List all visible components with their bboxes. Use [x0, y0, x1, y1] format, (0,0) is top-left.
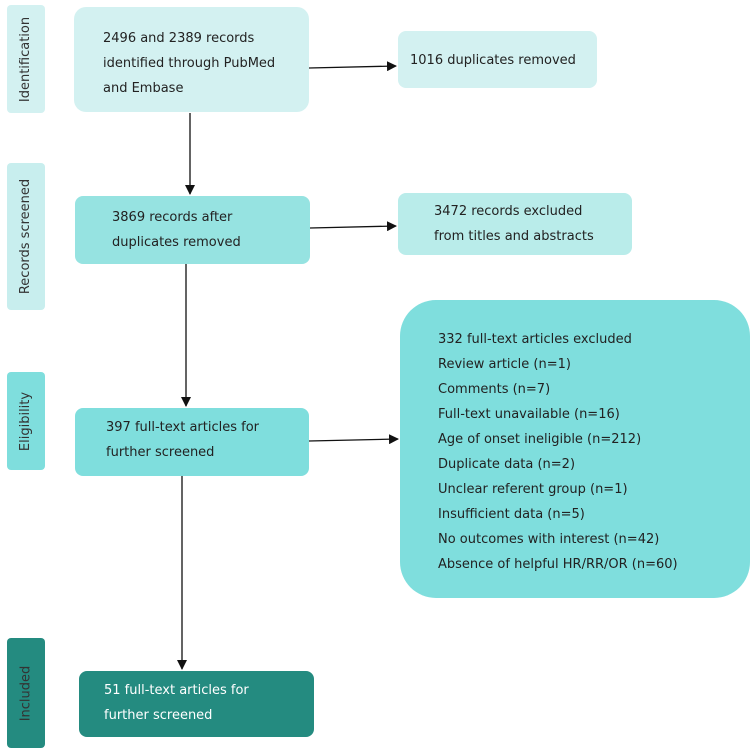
- excluded-full-text-line-1: 332 full-text articles excluded: [438, 332, 632, 347]
- identified-records-line-1: 2496 and 2389 records: [103, 31, 255, 46]
- after-duplicates-line-1: 3869 records after: [112, 210, 233, 225]
- included-box: 51 full-text articles for further screen…: [79, 671, 314, 737]
- included-line-2: further screened: [104, 708, 213, 723]
- excluded-titles-box: 3472 records excluded from titles and ab…: [398, 193, 632, 255]
- excluded-full-text-box: 332 full-text articles excluded Review a…: [400, 300, 750, 598]
- excluded-full-text-line-3: Comments (n=7): [438, 382, 551, 397]
- arrow-full-text-to-excluded: [308, 434, 399, 445]
- identified-records-box: 2496 and 2389 records identified through…: [74, 7, 309, 112]
- excluded-full-text-line-4: Full-text unavailable (n=16): [438, 407, 620, 422]
- stage-included: Included: [7, 638, 45, 748]
- duplicates-removed-box: 1016 duplicates removed: [398, 31, 597, 88]
- excluded-full-text-line-8: Insufficient data (n=5): [438, 507, 585, 522]
- duplicates-removed-line-1: 1016 duplicates removed: [410, 53, 576, 68]
- full-text-line-2: further screened: [106, 445, 215, 460]
- excluded-full-text-line-10: Absence of helpful HR/RR/OR (n=60): [438, 557, 678, 572]
- excluded-titles-line-1: 3472 records excluded: [434, 204, 583, 219]
- full-text-box: 397 full-text articles for further scree…: [75, 408, 309, 476]
- excluded-titles-line-2: from titles and abstracts: [434, 229, 594, 244]
- identified-records-line-2: identified through PubMed: [103, 56, 276, 71]
- stage-eligibility: Eligibility: [7, 372, 45, 470]
- excluded-full-text-line-9: No outcomes with interest (n=42): [438, 532, 660, 547]
- excluded-full-text-line-7: Unclear referent group (n=1): [438, 482, 628, 497]
- excluded-full-text-line-2: Review article (n=1): [438, 357, 571, 372]
- arrow-screened-to-excluded: [309, 221, 397, 232]
- identified-records-line-3: and Embase: [103, 81, 184, 96]
- after-duplicates-line-2: duplicates removed: [112, 235, 241, 250]
- excluded-full-text-line-6: Duplicate data (n=2): [438, 457, 576, 472]
- excluded-full-text-line-5: Age of onset ineligible (n=212): [438, 432, 642, 447]
- after-duplicates-box: 3869 records after duplicates removed: [75, 196, 310, 264]
- arrow-identified-to-duplicates: [308, 61, 397, 72]
- stage-records-screened: Records screened: [7, 163, 45, 310]
- included-line-1: 51 full-text articles for: [104, 683, 249, 698]
- stage-identification: Identification: [7, 5, 45, 113]
- full-text-line-1: 397 full-text articles for: [106, 420, 260, 435]
